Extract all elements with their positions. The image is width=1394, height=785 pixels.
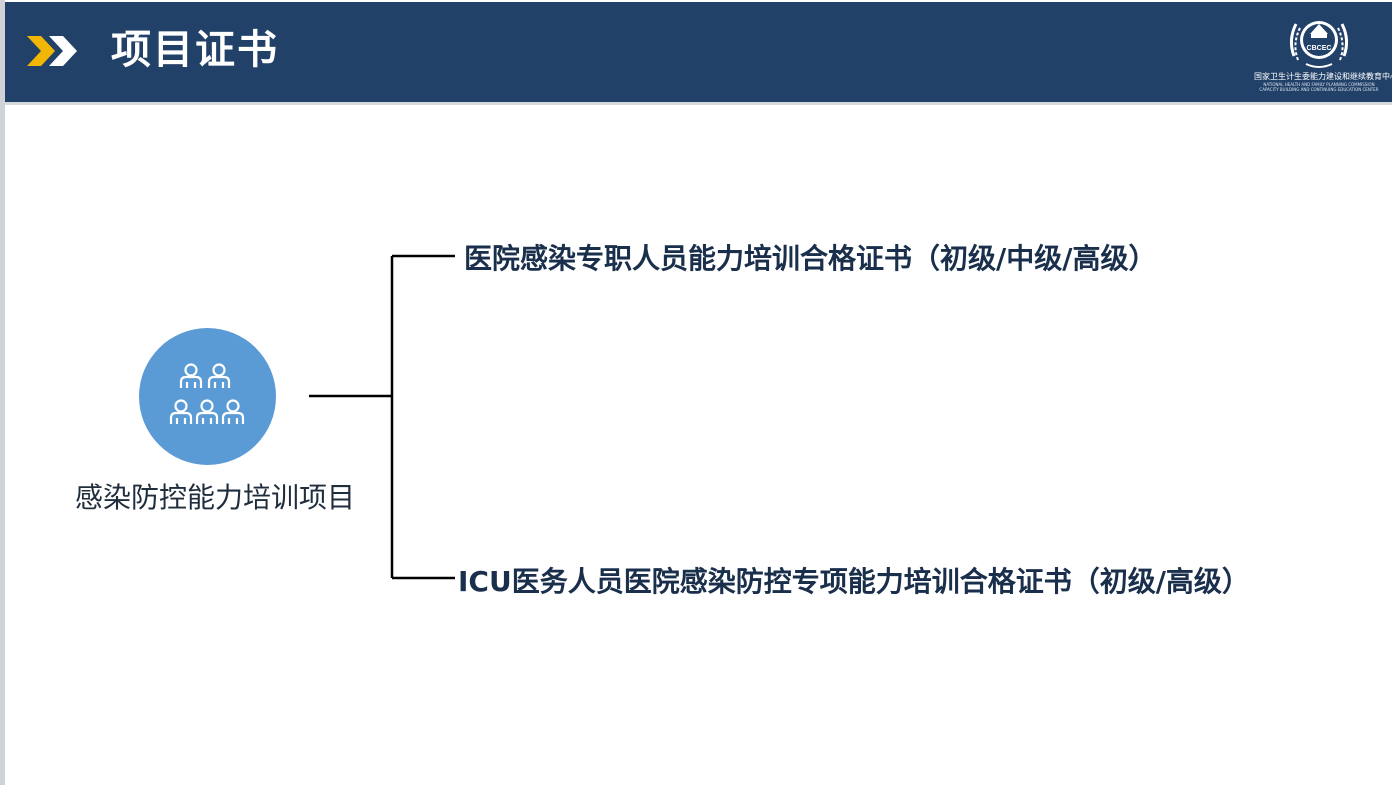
cbcec-emblem-icon: CBCEC [1289,21,1349,68]
double-chevron-icon [27,36,77,66]
logo-org-name-cn: 国家卫生计生委能力建设和继续教育中心 [1254,72,1394,81]
certificate-item-2: ICU医务人员医院感染防控专项能力培训合格证书（初级/高级） [458,565,1250,598]
slide-left-edge [0,0,5,785]
group-people-icon [169,363,245,424]
logo-org-name-en-2: CAPACITY BUILDING AND CONTINUING EDUCATI… [1259,87,1379,92]
page-title: 项目证书 [111,27,279,73]
project-circle [139,328,276,465]
org-logo: CBCEC 国家卫生计生委能力建设和继续教育中心 NATIONAL HEALTH… [1254,10,1394,100]
header-bar: 项目证书 CBCEC 国家卫生计生委能力建设和继续教育中心 NATIONAL H… [5,2,1394,105]
certificate-item-1: 医院感染专职人员能力培训合格证书（初级/中级/高级） [464,242,1157,275]
logo-emblem-text: CBCEC [1307,45,1332,52]
project-label: 感染防控能力培训项目 [74,481,355,514]
logo-org-name-en-1: NATIONAL HEALTH AND FAMILY PLANNING COMM… [1263,82,1375,87]
